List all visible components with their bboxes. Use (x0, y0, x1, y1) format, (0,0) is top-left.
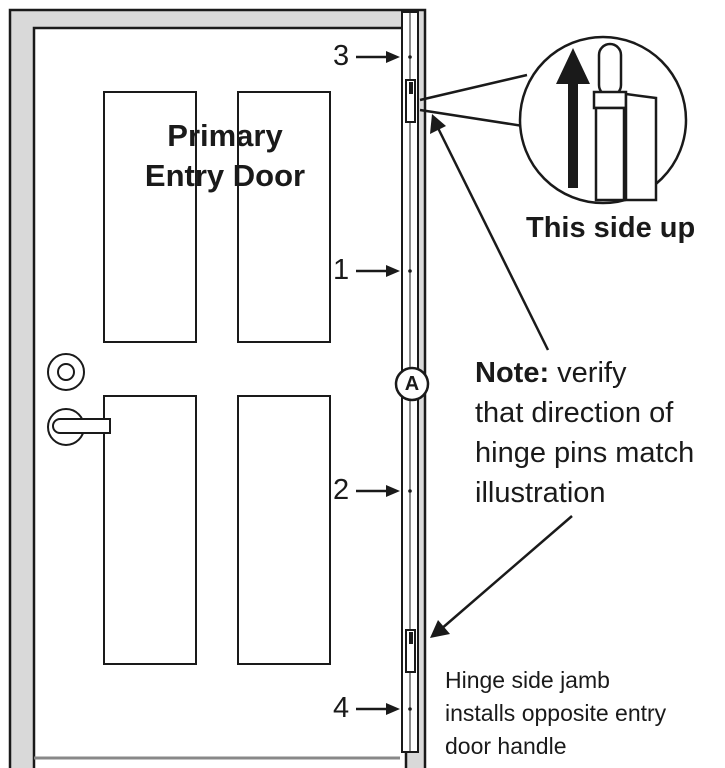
note-pointer-up (430, 114, 550, 351)
up-arrow-icon (556, 48, 590, 188)
screw-hole-2 (408, 489, 412, 493)
jamb-note-line3: door handle (445, 733, 567, 759)
door-panel-bottom-right (237, 395, 331, 665)
zoom-leader-bottom (419, 108, 524, 128)
door-title-line1: Primary (167, 118, 283, 153)
marker-3: 3 (333, 40, 350, 72)
note-text: Note: verify that direction of hinge pin… (475, 353, 694, 513)
screw-hole-3 (408, 55, 412, 59)
jamb-note-line1: Hinge side jamb (445, 667, 610, 693)
note-line2: that direction of (475, 397, 674, 429)
callout-a-circle (394, 366, 430, 402)
screw-hole-4 (408, 707, 412, 711)
door-handle-icon (47, 408, 111, 446)
jamb-note: Hinge side jamb installs opposite entry … (445, 664, 666, 763)
note-line1: verify (549, 357, 627, 389)
note-label: Note: (475, 357, 550, 389)
hinge-top (405, 79, 416, 123)
door-title-line2: Entry Door (144, 158, 306, 193)
note-line4: illustration (475, 477, 606, 509)
door-panel-top-right (237, 91, 331, 343)
door-panel-top-left (103, 91, 197, 343)
hinge-bottom (405, 629, 416, 673)
marker-arrows (356, 51, 400, 715)
note-line3: hinge pins match (475, 437, 695, 469)
jamb-note-line2: installs opposite entry (445, 700, 667, 726)
screw-hole-1 (408, 269, 412, 273)
callout-a-label: A (404, 373, 420, 395)
deadbolt-icon (47, 353, 85, 391)
marker-1: 1 (333, 254, 350, 286)
zoom-leader-top (419, 73, 528, 102)
door-slab (32, 26, 408, 768)
door-title: Primary Entry Door (100, 116, 350, 196)
door-panel-bottom-left (103, 395, 197, 665)
marker-4: 4 (333, 692, 350, 724)
hinge-pin-zoom (518, 35, 688, 205)
marker-2: 2 (333, 474, 350, 506)
note-pointer-down (430, 515, 573, 638)
zoom-caption: This side up (526, 212, 696, 244)
